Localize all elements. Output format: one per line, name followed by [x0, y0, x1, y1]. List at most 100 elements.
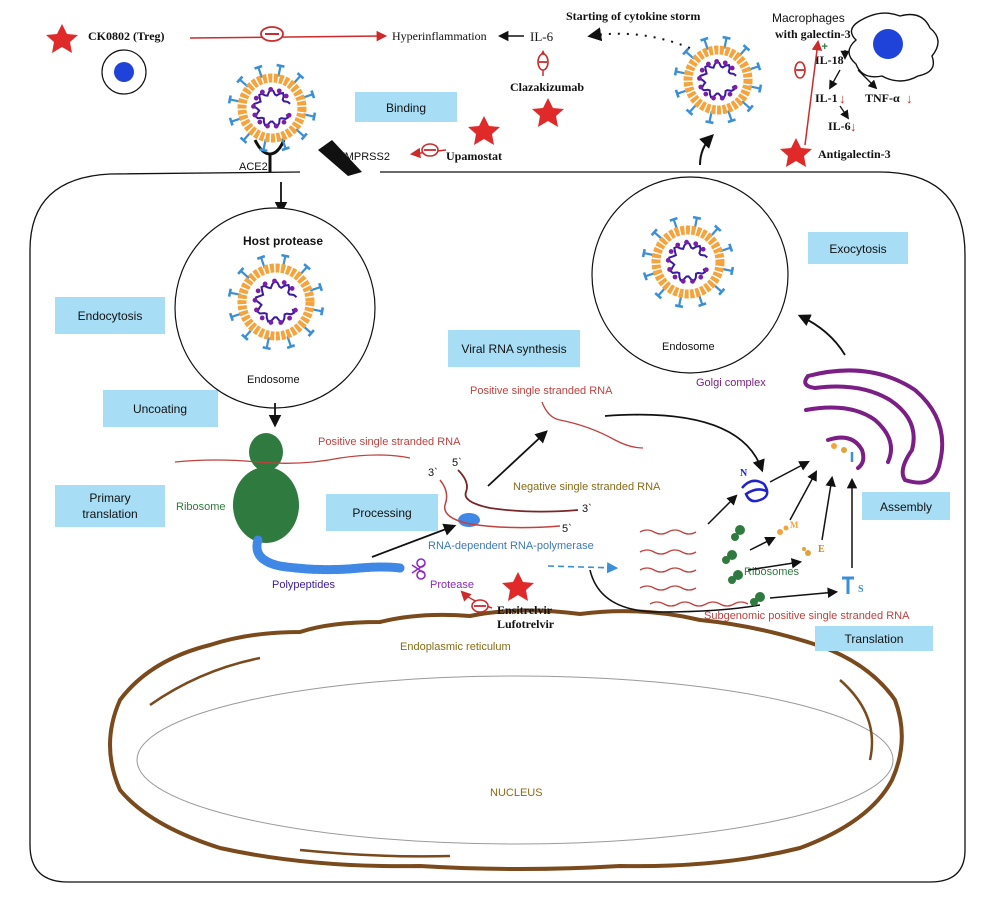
nucleocapsid-dot — [268, 320, 274, 325]
ck0802-label: CK0802 (Treg) — [88, 29, 165, 43]
nucleocapsid-dot — [259, 89, 265, 95]
translation-arrow-e — [747, 558, 803, 571]
cell-membrane — [29, 171, 966, 883]
stage-processing-box: Processing — [326, 494, 438, 531]
spike-protein — [730, 266, 735, 276]
subgenomic-rna-2 — [639, 549, 697, 555]
nucleocapsid-dot — [703, 91, 709, 97]
nucleocapsid-dot — [289, 286, 295, 291]
nucleocapsid-dot — [281, 280, 287, 285]
macrophage-cell — [848, 12, 939, 82]
spike-protein — [254, 64, 263, 70]
spike-protein — [312, 112, 317, 121]
nucleocapsid-dot — [665, 257, 671, 263]
inhibition-sign — [260, 26, 284, 42]
stage-binding-box: Binding — [355, 92, 457, 122]
spike-protein — [265, 337, 270, 349]
viral-envelope — [237, 263, 315, 341]
svg-text:Viral RNA synthesis: Viral RNA synthesis — [461, 342, 566, 356]
nucleocapsid-dot — [255, 288, 261, 294]
il6-right-label: IL-6 — [828, 119, 851, 133]
tmprss2-label: TMPRSS2 — [338, 151, 390, 163]
spike-protein — [682, 47, 690, 56]
upamostat-drug-star — [468, 116, 500, 145]
spike-protein — [654, 292, 663, 300]
subgenomic-rna-5 — [649, 601, 749, 607]
spike-protein — [241, 333, 249, 341]
svg-text:Exocytosis: Exocytosis — [829, 242, 886, 256]
rdrp-label: RNA-dependent RNA-polymerase — [428, 540, 594, 552]
il18-to-il1-arrow — [829, 69, 841, 90]
three-prime-label-b: 3` — [582, 503, 592, 515]
nucleocapsid-dot — [693, 241, 699, 247]
spike-protein — [742, 44, 751, 52]
stage-viral-rna-synthesis-box: Viral RNA synthesis — [448, 330, 580, 367]
virus-release-arrow — [699, 134, 714, 166]
spike-protein — [713, 224, 722, 232]
il1-down-arrow: ↓ — [839, 91, 846, 106]
nucleocapsid-dot — [719, 95, 725, 101]
spike-protein — [257, 66, 263, 79]
rdrp-to-subgenomic-dashed-arrow — [547, 562, 619, 574]
upamostat-label: Upamostat — [446, 149, 502, 163]
nucleocapsid-dot — [722, 60, 728, 66]
spike-protein — [228, 117, 234, 126]
nucleocapsid-dot — [293, 307, 298, 313]
viral-envelope — [683, 45, 753, 115]
spike-protein — [685, 108, 694, 116]
nucleocapsid-dot — [667, 267, 673, 272]
stage-endocytosis-box: Endocytosis — [55, 297, 165, 334]
translation-arrow-m — [749, 537, 776, 551]
nucleocapsid-dot — [714, 59, 720, 64]
nucleocapsid-dot — [698, 274, 704, 280]
exocytosis-arrow — [797, 314, 846, 356]
protein-s-label: S — [858, 584, 864, 595]
nucleocapsid-dot — [259, 315, 265, 321]
translation-arrow-s — [769, 587, 839, 599]
spike-protein — [723, 37, 728, 49]
negative-ssrna-label: Negative single stranded RNA — [513, 481, 661, 493]
stage-assembly-box: Assembly — [862, 492, 950, 520]
spike-protein — [641, 248, 646, 258]
virus-particle-released — [673, 35, 763, 125]
ribosome — [233, 433, 299, 543]
spike-protein — [674, 89, 680, 98]
svg-text:Primary: Primary — [89, 491, 130, 505]
polypeptides-label: Polypeptides — [272, 579, 335, 591]
endosome-right-label: Endosome — [662, 341, 715, 353]
endosome-right: Endosome — [591, 176, 789, 374]
endoplasmic-reticulum — [108, 608, 904, 871]
inhibition-sign — [794, 61, 806, 79]
il18-label: IL-18 — [815, 53, 844, 67]
nucleocapsid-dot — [727, 91, 733, 97]
tnf-alpha-label: TNF-α — [865, 91, 900, 105]
nucleocapsid-dot — [680, 278, 686, 284]
il6-top-label: IL-6 — [530, 29, 554, 44]
spike-protein — [756, 62, 762, 71]
macrophages-label: Macrophages — [772, 11, 845, 25]
negative-rna-strand — [457, 469, 579, 513]
spike-protein — [309, 286, 321, 292]
endosome-left-label: Endosome — [247, 374, 300, 386]
spike-protein — [700, 36, 709, 42]
spike-protein — [842, 576, 854, 594]
nucleocapsid-dot — [705, 61, 711, 67]
cytokine-storm-dotted-arrow — [587, 27, 691, 49]
golgi-assembled-proteins — [831, 443, 854, 462]
protein-e-label: E — [818, 544, 825, 555]
spike-protein — [281, 146, 290, 152]
host-protease-label: Host protease — [243, 234, 323, 248]
inhibition-sign — [421, 143, 439, 157]
spike-protein — [277, 65, 282, 77]
stage-primary-translation-box: Primary translation — [55, 485, 165, 527]
spike-protein — [650, 228, 658, 237]
virus-particle-endosome — [227, 253, 325, 351]
nucleocapsid-dot — [252, 297, 258, 303]
spike-protein — [692, 215, 702, 220]
spike-protein — [746, 104, 754, 113]
synthesis-arrow — [487, 430, 548, 487]
protease-label: Protease — [430, 579, 474, 591]
svg-text:Translation: Translation — [845, 632, 904, 646]
viral-envelope — [651, 225, 725, 299]
